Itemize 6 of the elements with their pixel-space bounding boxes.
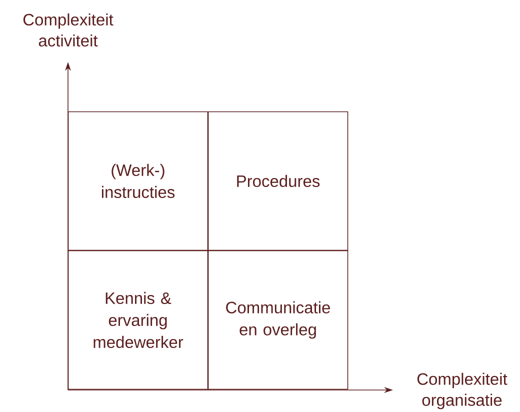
- matrix-cell: Kennis & ervaring medewerker: [68, 250, 208, 390]
- matrix-cell: (Werk-) instructies: [68, 111, 208, 251]
- axis-label: Complexiteit organisatie: [417, 372, 508, 410]
- matrix-cell: Communicatie en overleg: [208, 250, 348, 390]
- axis-label: Complexiteit activiteit: [23, 13, 114, 47]
- matrix-cell: Procedures: [208, 111, 348, 251]
